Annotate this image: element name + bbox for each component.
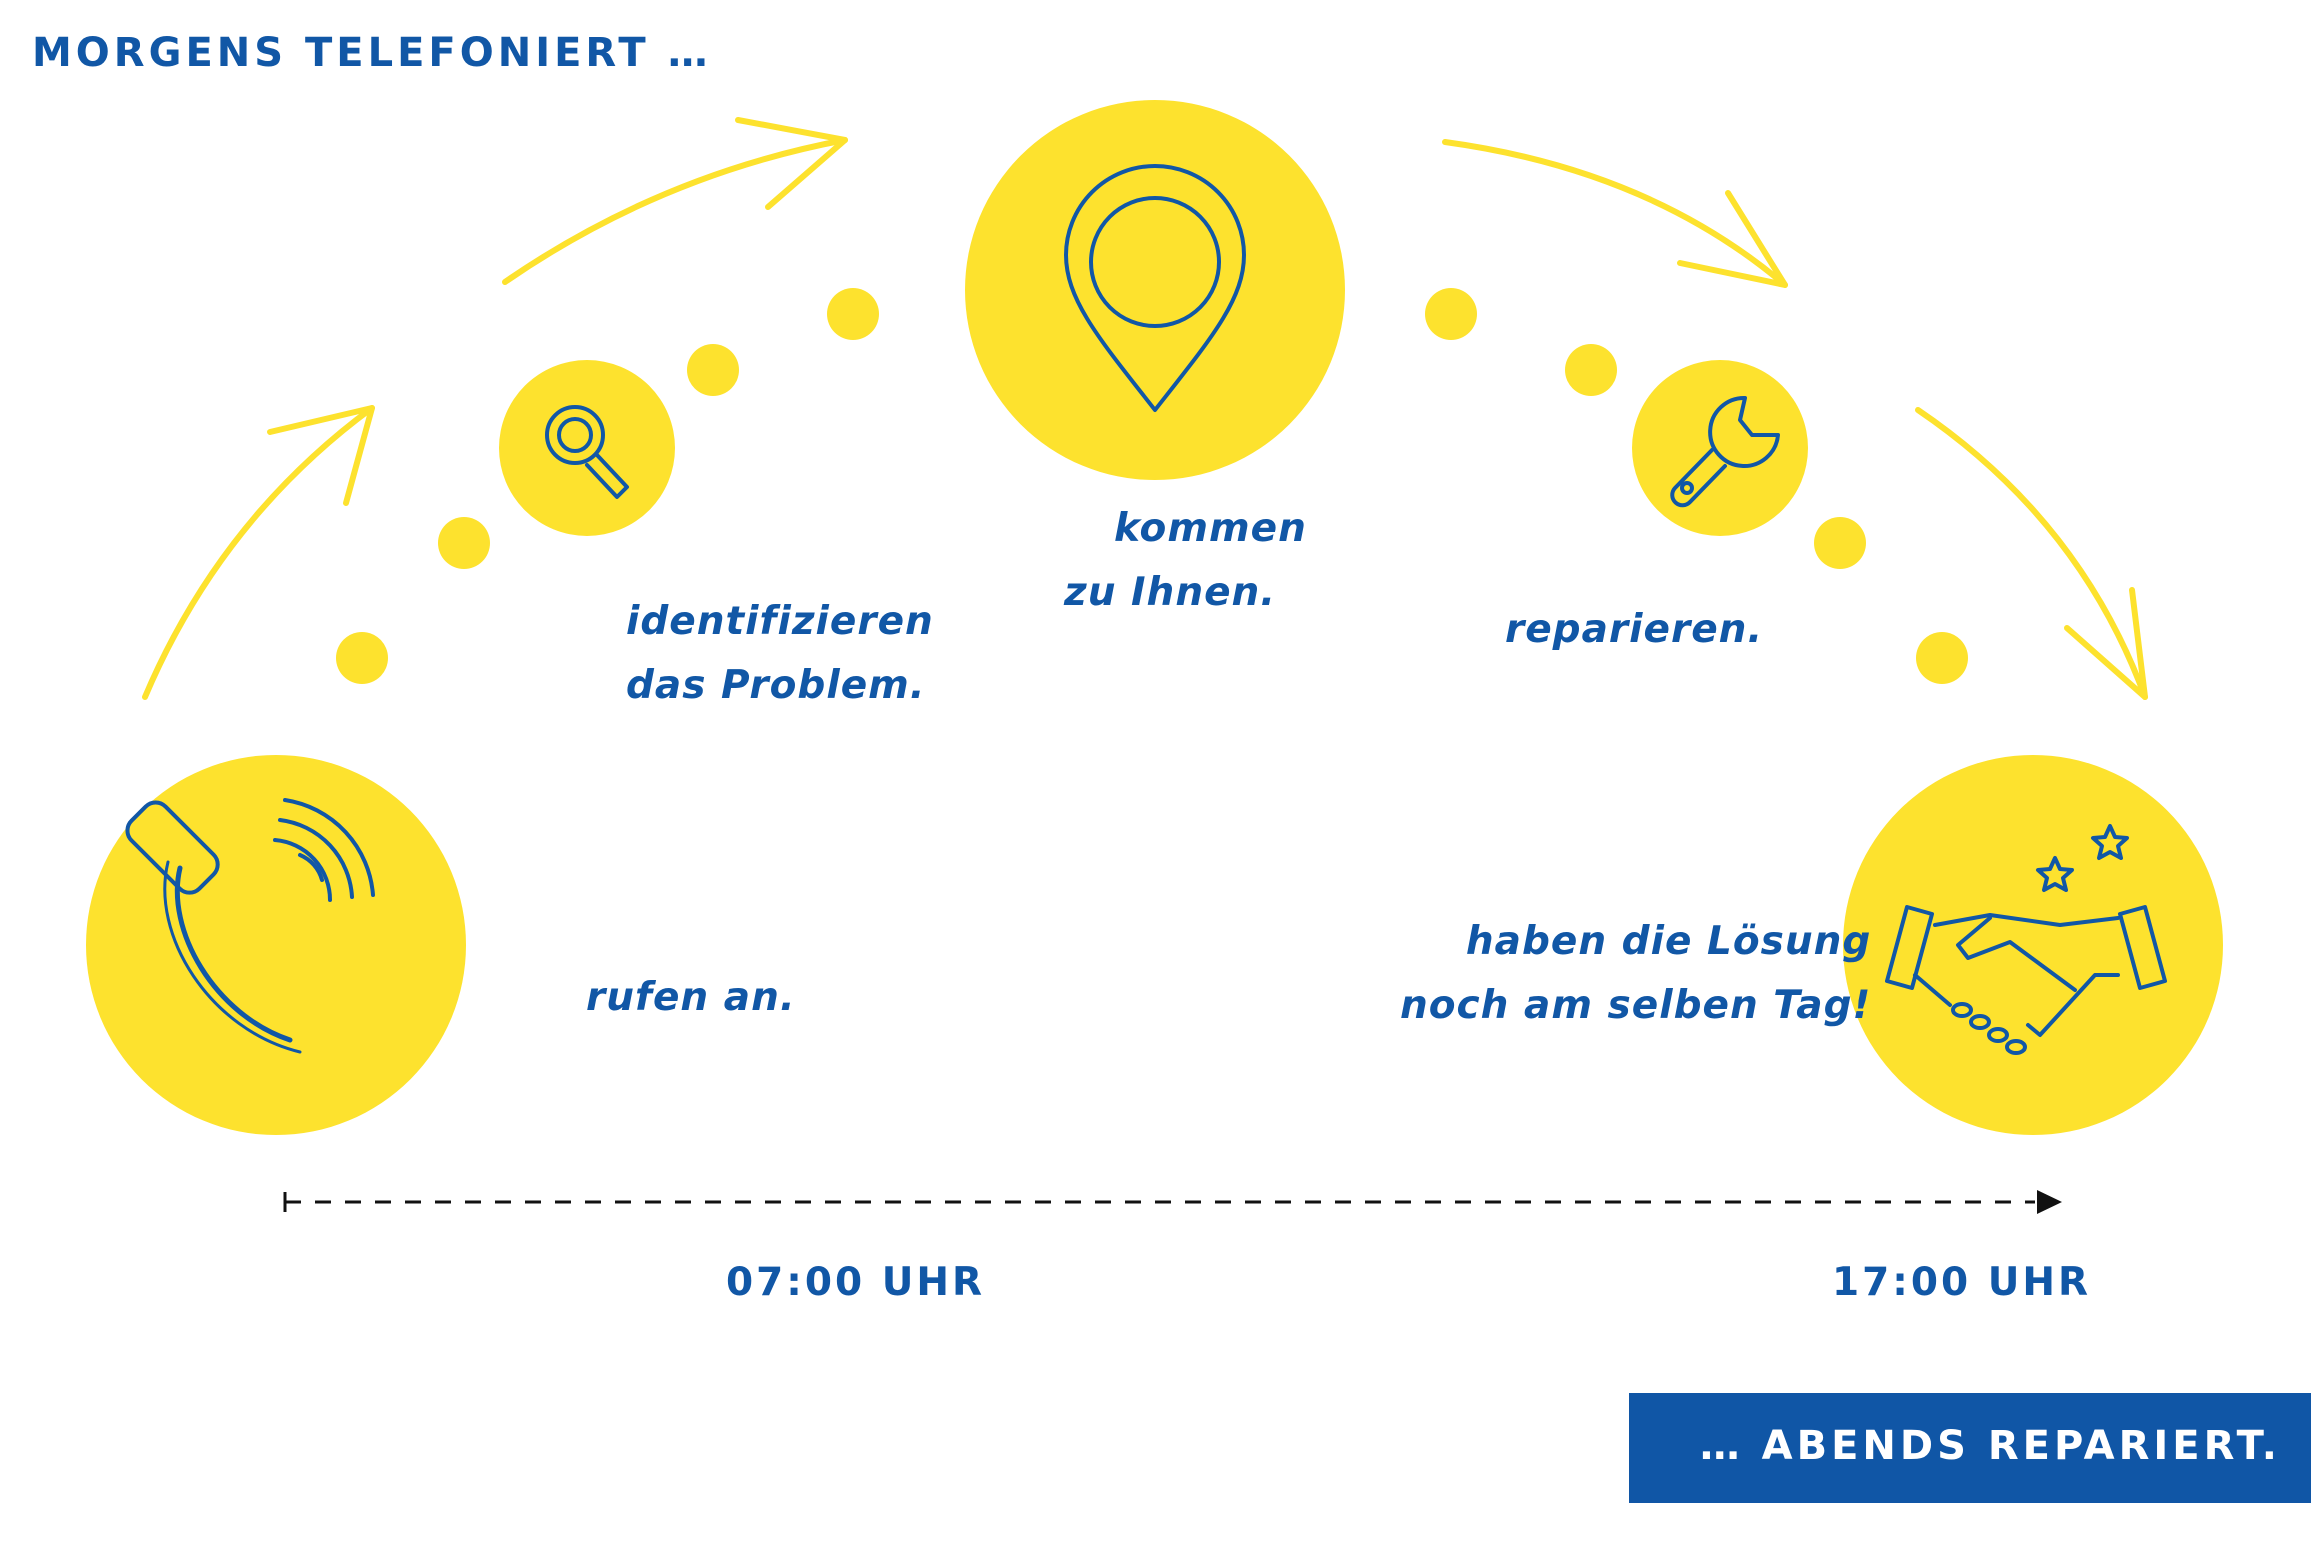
step-circle-visit [965, 100, 1345, 480]
path-dot [827, 288, 879, 340]
path-dot [1425, 288, 1477, 340]
step-label-line: zu Ihnen. [1064, 570, 1277, 615]
phone-icon [125, 798, 375, 1054]
path-dot [336, 632, 388, 684]
step-label-solution: haben die Lösung noch am selben Tag! [1400, 910, 1871, 1038]
arrow-2 [502, 117, 848, 285]
step-label-line: reparieren. [1505, 607, 1764, 652]
footer-banner-text: … ABENDS REPARIERT. [1699, 1423, 2281, 1469]
footer-banner: … ABENDS REPARIERT. [1629, 1393, 2311, 1503]
step-label-identify: identifizieren das Problem. [626, 590, 934, 718]
page-title: MORGENS TELEFONIERT … [32, 30, 712, 76]
arrow-1 [142, 405, 375, 700]
step-label-line: das Problem. [626, 663, 926, 708]
timeline-end-label: 17:00 UHR [1832, 1260, 2092, 1305]
step-label-repair: reparieren. [1505, 598, 1763, 662]
step-circle-call [86, 755, 466, 1135]
arrow-4 [1915, 407, 2148, 700]
path-dot [438, 517, 490, 569]
step-label-line: haben die Lösung [1465, 919, 1872, 964]
step-label-visit: kommen zu Ihnen. [1064, 497, 1307, 625]
step-label-call: rufen an. [586, 966, 796, 1030]
step-label-line: kommen [1114, 506, 1307, 551]
path-dot [1565, 344, 1617, 396]
step-label-line: identifizieren [626, 599, 934, 644]
step-label-line: rufen an. [586, 975, 796, 1020]
location-pin-icon [1064, 164, 1246, 412]
path-dot [1814, 517, 1866, 569]
timeline-start-label: 07:00 UHR [726, 1260, 986, 1305]
search-icon [545, 405, 629, 499]
step-label-line: noch am selben Tag! [1400, 983, 1872, 1028]
path-dot [687, 344, 739, 396]
wrench-icon [1670, 395, 1780, 508]
timeline-arrow [283, 1190, 2062, 1214]
arrow-3 [1442, 139, 1788, 288]
step-circle-repair [1632, 360, 1808, 536]
path-dot [1916, 632, 1968, 684]
handshake-icon [1885, 824, 2167, 1055]
step-circle-solution [1843, 755, 2223, 1135]
